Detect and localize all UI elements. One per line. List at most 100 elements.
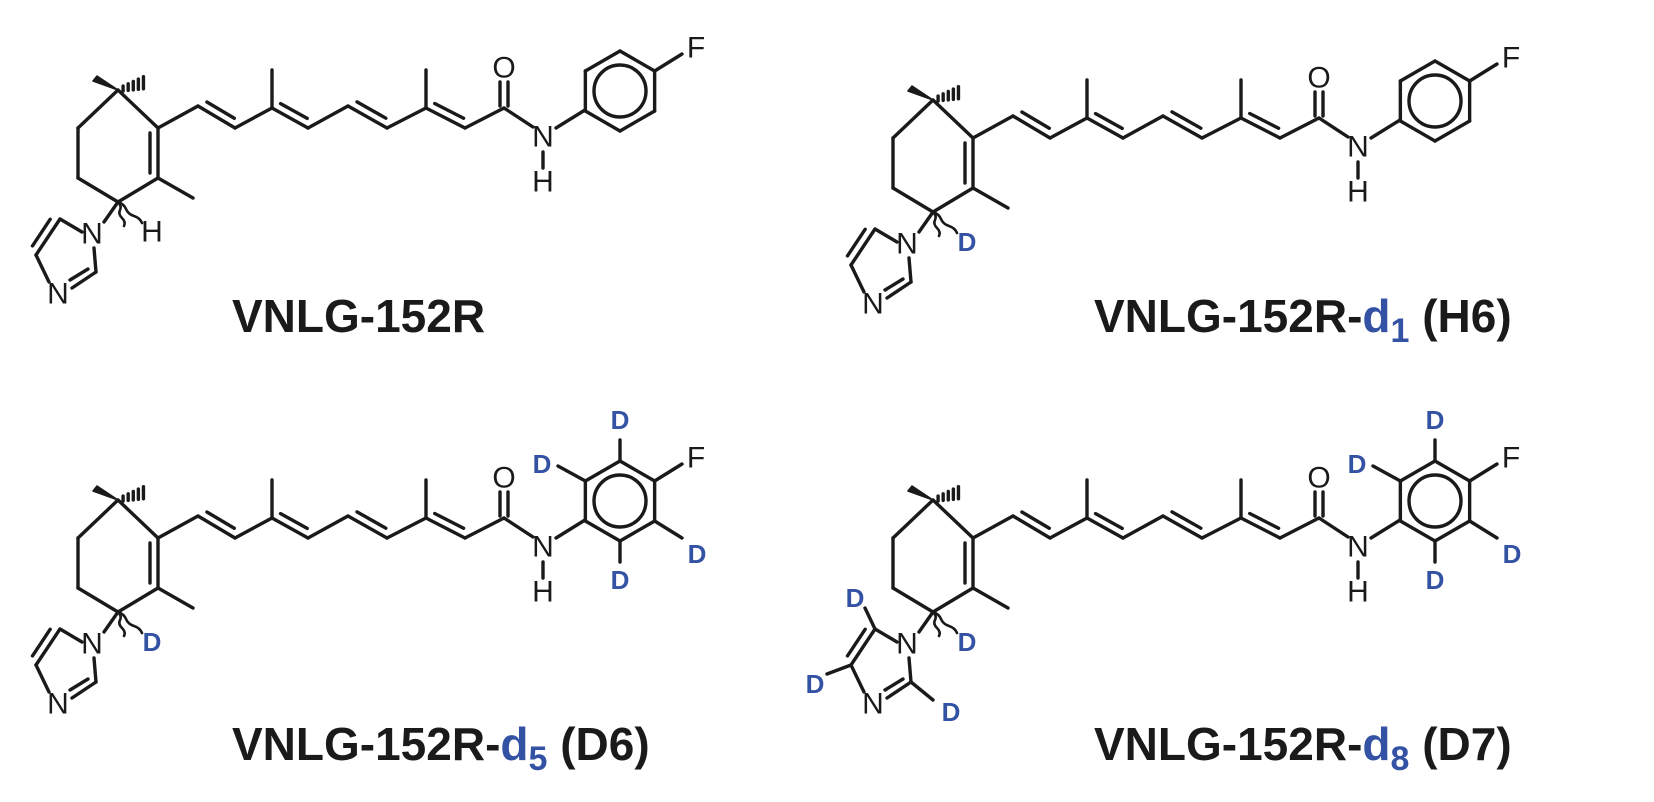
chain-bond — [306, 104, 350, 130]
wedge-bond — [92, 485, 119, 501]
stereocentre-label: H — [141, 216, 163, 249]
wedge-bond — [92, 75, 119, 91]
chain-double-bond — [1239, 116, 1282, 140]
deuterium-label: D — [1426, 565, 1445, 595]
nitrogen-atom: N — [1347, 131, 1369, 164]
phenyl-bond — [1433, 519, 1472, 543]
amide-aryl-bond — [554, 518, 587, 540]
aromatic-circle — [592, 473, 648, 529]
chain-bond — [1200, 516, 1243, 540]
imidazole-double-bond — [34, 217, 62, 257]
imidazole-bond — [92, 246, 98, 274]
chain-bond — [385, 106, 428, 130]
imidazole-bond — [907, 656, 913, 684]
isotope-count: 8 — [1391, 740, 1410, 778]
fluorine-atom: F — [1502, 42, 1520, 75]
methyl-bond — [156, 176, 195, 200]
imidazole-bond — [34, 253, 51, 284]
chain-double-bond — [1011, 114, 1052, 140]
chain-double-bond-second — [278, 101, 309, 121]
imidazole-bond — [92, 656, 98, 684]
deuterium-label: D — [611, 565, 630, 595]
ring-bond — [891, 498, 935, 540]
nitrogen-atom: N — [896, 228, 918, 261]
chain-double-bond — [424, 516, 467, 540]
imidazole-double-bond-second — [30, 217, 52, 248]
amide-bond — [1317, 516, 1350, 539]
imidazole-bond — [70, 680, 98, 700]
amide-aryl-bond — [1369, 518, 1402, 540]
chain-double-bond-second — [1248, 511, 1281, 530]
chain-double-bond-second — [278, 511, 309, 531]
c-f-bond — [1467, 462, 1499, 483]
ring-bond — [76, 586, 120, 614]
phenyl-bond — [1433, 459, 1472, 483]
ring-bond — [76, 88, 120, 130]
ring-bond — [931, 586, 975, 614]
wavy-bond — [931, 210, 959, 235]
chain-bond — [156, 514, 200, 540]
chain-double-bond — [270, 106, 310, 130]
compound-title: VNLG-152R-d8 (D7) — [1094, 718, 1512, 778]
stereocentre-label: D — [958, 627, 977, 657]
chain-double-bond — [424, 106, 467, 130]
methyl-bond — [971, 186, 1010, 210]
chain-bond — [1121, 114, 1165, 140]
chain-bond — [463, 516, 506, 540]
isotope-count: 1 — [1391, 312, 1410, 350]
isotope-label: d — [1362, 718, 1390, 770]
hydrogen-atom: H — [1347, 176, 1369, 209]
deuterium-label: D — [688, 539, 707, 569]
chain-double-bond — [346, 514, 389, 540]
phenyl-bond — [583, 49, 622, 73]
deuterium-label: D — [611, 405, 630, 435]
imidazole-double-bond-second — [845, 627, 867, 658]
imidazole-double-bond-second — [30, 627, 52, 658]
phenyl-bond — [583, 459, 622, 483]
chain-bond — [463, 106, 506, 130]
chain-bond — [1048, 116, 1089, 140]
hydrogen-atom: H — [532, 576, 554, 609]
nitrogen-atom: N — [532, 531, 554, 564]
chain-double-bond-second — [205, 510, 236, 530]
chain-double-bond-second — [205, 100, 236, 120]
compound-title: VNLG-152R-d5 (D6) — [232, 718, 650, 778]
imidazole-double-bond-second — [845, 227, 867, 258]
chain-bond — [385, 516, 428, 540]
wavy-bond — [931, 210, 941, 238]
ring-bond — [116, 498, 160, 540]
wavy-bond — [116, 610, 144, 635]
ring-bond — [76, 176, 120, 204]
phenyl-bond — [618, 459, 657, 483]
compound-name: VNLG-152R- — [1094, 290, 1362, 342]
nitrogen-atom: N — [862, 288, 884, 321]
amide-bond — [1317, 116, 1350, 139]
fluorine-atom: F — [687, 32, 705, 65]
imidazole-bond — [34, 663, 51, 694]
imidazole-bond — [58, 217, 84, 234]
oxygen-atom: O — [1307, 62, 1330, 95]
compound-name: VNLG-152R- — [232, 718, 500, 770]
ring-bond — [891, 586, 935, 614]
ring-bond — [931, 186, 975, 214]
ring-bond — [931, 98, 975, 140]
oxygen-atom: O — [1307, 462, 1330, 495]
chain-bond — [306, 514, 350, 540]
oxygen-atom: O — [492, 462, 515, 495]
chain-double-bond — [270, 516, 310, 540]
ring-bond — [116, 176, 160, 204]
nitrogen-atom: N — [81, 218, 103, 251]
chain-bond — [1121, 514, 1165, 540]
ring-bond — [891, 186, 935, 214]
stereocentre-label: D — [143, 627, 162, 657]
c-f-bond — [1467, 62, 1499, 83]
c-n-bond — [917, 210, 935, 234]
amide-bond — [502, 106, 535, 129]
compound-code: (D7) — [1409, 718, 1511, 770]
imidazole-double-bond — [849, 227, 877, 267]
c-f-bond — [652, 462, 684, 483]
wedge-bond — [907, 85, 934, 101]
